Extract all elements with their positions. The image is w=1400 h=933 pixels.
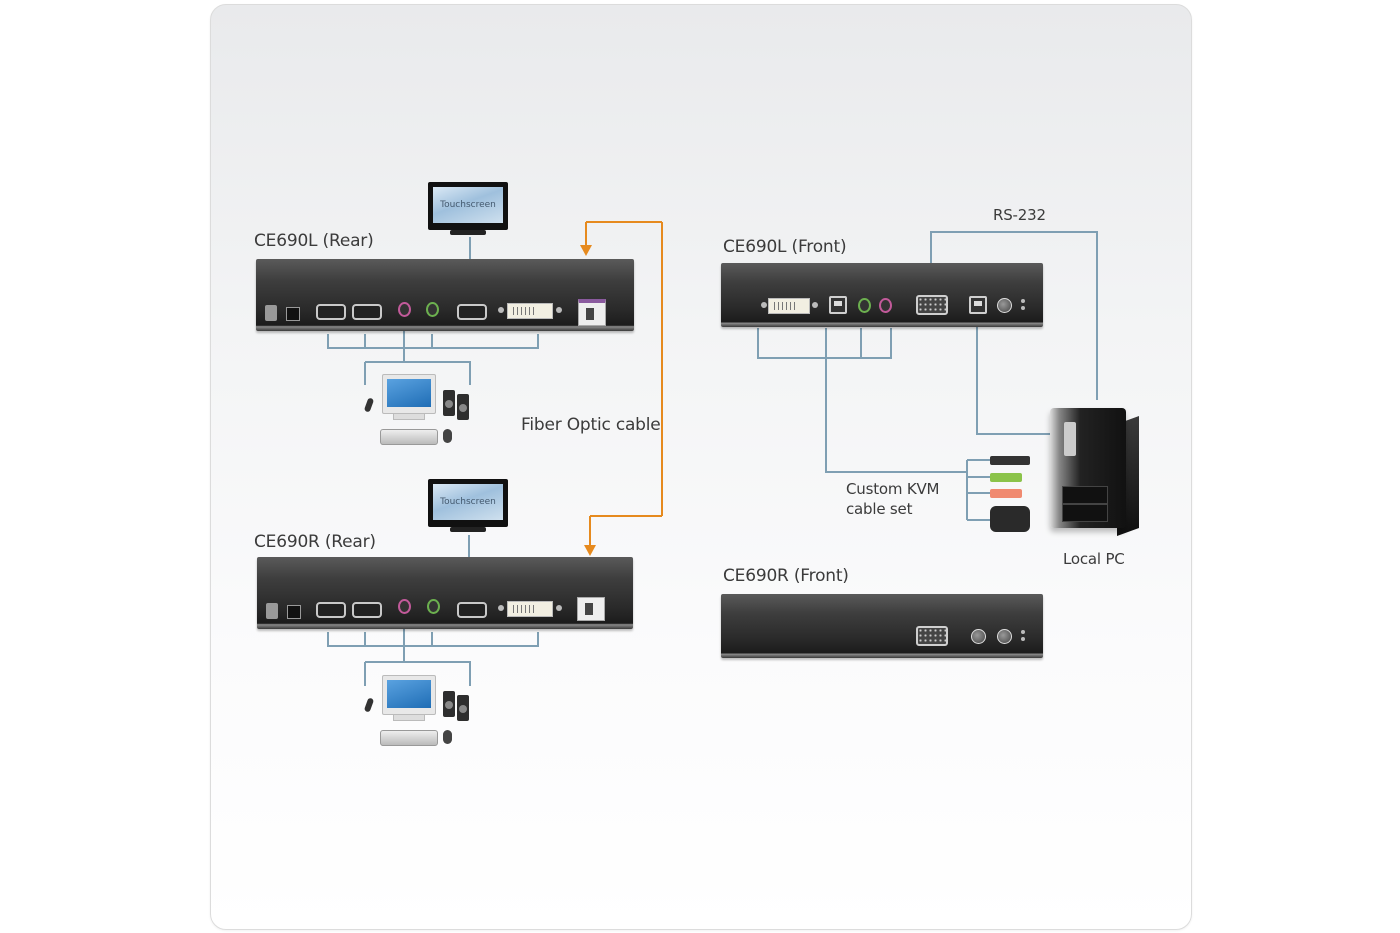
usb-b-port-pc — [969, 296, 987, 314]
screw — [812, 302, 818, 308]
monitor-stand — [450, 527, 486, 532]
screw — [498, 307, 504, 313]
local-pc-label: Local PC — [1063, 550, 1125, 568]
drive-bay — [1062, 486, 1108, 504]
dvi-plug-icon — [990, 506, 1030, 532]
unit-label-ce690r-rear: CE690R (Rear) — [254, 532, 376, 552]
touchscreen-label: Touchscreen — [433, 187, 503, 223]
diagram-panel — [210, 4, 1192, 930]
dvi-port — [507, 601, 553, 617]
rs232-label: RS-232 — [993, 206, 1046, 224]
grounding-terminal — [265, 305, 277, 321]
unit-label-ce690l-front: CE690L (Front) — [723, 237, 847, 257]
hdmi-port-touchscreen — [457, 602, 487, 618]
hdmi-port — [316, 602, 346, 618]
unit-label-ce690l-rear: CE690L (Rear) — [254, 231, 374, 251]
kvm-cable-label: Custom KVM cable set — [846, 479, 939, 519]
green-audio-plug-icon — [990, 473, 1022, 482]
power-jack — [286, 307, 300, 321]
dvi-port — [507, 303, 553, 319]
fiber-optic-cable-label: Fiber Optic cable — [521, 415, 661, 435]
touchscreen-monitor-r: Touchscreen — [428, 479, 508, 532]
dvi-port — [768, 298, 810, 314]
mic-port — [398, 302, 411, 317]
led — [1021, 299, 1025, 303]
speaker-port — [858, 298, 871, 313]
grounding-terminal — [266, 603, 278, 619]
speaker-icon — [443, 390, 455, 416]
hdmi-port — [352, 304, 382, 320]
led — [1021, 630, 1025, 634]
speaker-port — [427, 599, 440, 614]
speaker-port — [426, 302, 439, 317]
unit-ce690r-front — [721, 594, 1043, 658]
unit-ce690l-front — [721, 263, 1043, 327]
fiber-port — [578, 299, 606, 326]
screw — [556, 307, 562, 313]
rs232-port — [916, 626, 948, 646]
pink-audio-plug-icon — [990, 489, 1022, 498]
hdmi-port-touchscreen — [457, 304, 487, 320]
led — [1021, 306, 1025, 310]
hdmi-port — [316, 304, 346, 320]
mic-port — [398, 599, 411, 614]
screw — [498, 605, 504, 611]
usb-b-port — [829, 296, 847, 314]
screw — [761, 302, 767, 308]
monitor-icon — [382, 374, 436, 414]
push-button — [971, 629, 986, 644]
power-jack — [287, 605, 301, 619]
usb-plug-icon — [990, 456, 1030, 465]
pc-front-panel — [1064, 422, 1076, 456]
kvm-cable-label-line1: Custom KVM — [846, 480, 940, 498]
screw — [556, 605, 562, 611]
local-pc-icon — [1050, 408, 1126, 528]
speaker-icon — [457, 394, 469, 420]
monitor-stand — [450, 230, 486, 235]
push-button — [997, 629, 1012, 644]
touchscreen-monitor-l: Touchscreen — [428, 182, 508, 235]
kvm-cable-label-line2: cable set — [846, 500, 913, 518]
monitor-base — [393, 413, 425, 420]
push-button — [997, 298, 1012, 313]
fiber-port — [577, 597, 605, 621]
unit-ce690r-rear — [257, 557, 633, 629]
mouse-icon — [443, 730, 452, 744]
mic-port — [879, 298, 892, 313]
keyboard-icon — [380, 429, 438, 445]
unit-label-ce690r-front: CE690R (Front) — [723, 566, 849, 586]
speaker-icon — [443, 691, 455, 717]
speaker-icon — [457, 695, 469, 721]
monitor-icon — [382, 675, 436, 715]
mouse-icon — [443, 429, 452, 443]
monitor-base — [393, 714, 425, 721]
rs232-port — [916, 295, 948, 315]
drive-bay — [1062, 504, 1108, 522]
keyboard-icon — [380, 730, 438, 746]
unit-ce690l-rear — [256, 259, 634, 331]
hdmi-port — [352, 602, 382, 618]
led — [1021, 637, 1025, 641]
touchscreen-label: Touchscreen — [433, 484, 503, 520]
